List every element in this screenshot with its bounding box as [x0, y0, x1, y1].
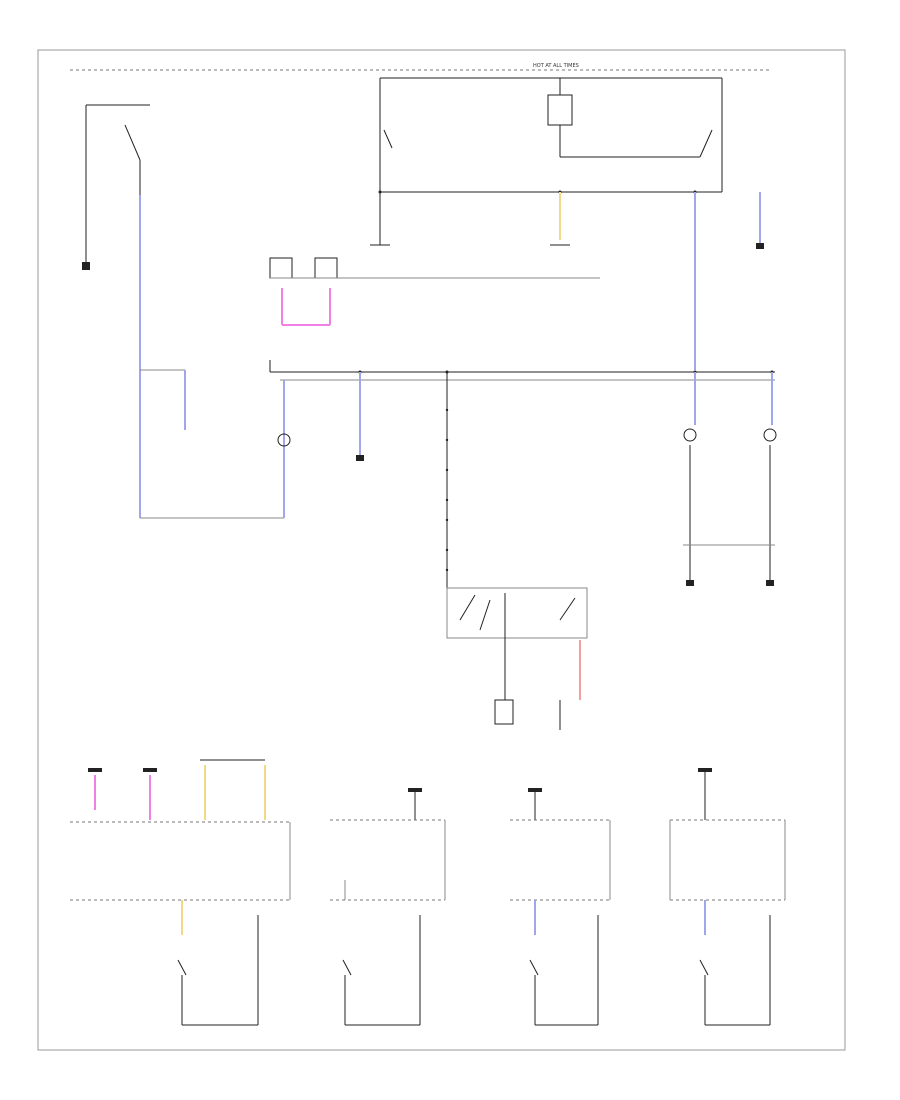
switch-contact-icon — [699, 959, 709, 976]
bottom-module-3 — [510, 788, 611, 1026]
ground-icon — [356, 455, 364, 461]
ground-icon — [82, 262, 90, 270]
diagram-title: HOT AT ALL TIMES — [533, 63, 579, 69]
bottom-module-1 — [70, 759, 291, 1026]
switch-contact-icon — [124, 124, 141, 161]
switch-contact-icon — [177, 959, 187, 976]
switch-contact-icon — [529, 959, 539, 976]
combination-switch — [446, 587, 588, 700]
switch-contact-icon — [459, 594, 476, 621]
bulb-icon — [763, 428, 777, 442]
connector-icon — [494, 699, 514, 725]
switch-contact-icon — [342, 959, 352, 976]
switch-contact-icon — [699, 129, 713, 158]
bulb-icon — [683, 428, 697, 442]
pink-connector-group — [269, 257, 338, 326]
fuse-block-top — [378, 77, 723, 194]
diagram-frame — [37, 49, 846, 1051]
headlamp-switch — [82, 104, 150, 270]
ground-icon — [756, 243, 764, 249]
bottom-module-4 — [669, 768, 786, 1026]
bottom-module-2 — [330, 788, 446, 1026]
bulb-icon — [277, 433, 291, 447]
